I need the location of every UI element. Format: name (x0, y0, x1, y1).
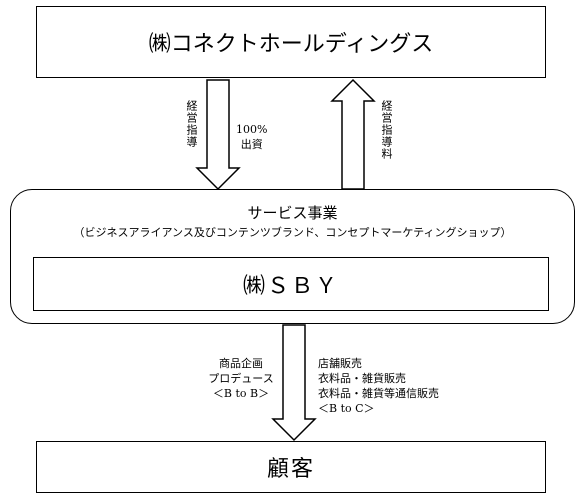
parent-company-box: ㈱コネクトホールディングス (36, 6, 546, 78)
customer-label: 顧客 (266, 457, 315, 482)
b2c-label: 店舗販売 衣料品・雑貨販売 衣料品・雑貨等通信販売 ＜B to C＞ (318, 356, 439, 416)
investment-label: 100% 出資 (236, 122, 267, 152)
b2c-line-4: ＜B to C＞ (318, 402, 375, 415)
investment-percent: 100% (236, 123, 268, 136)
down-arrow-sales (271, 324, 317, 442)
subsidiary-label: ㈱ＳＢＹ (242, 274, 339, 299)
service-title: サービス事業 (247, 204, 338, 222)
up-arrow-fee (330, 78, 376, 190)
parent-company-label: ㈱コネクトホールディングス (148, 32, 434, 57)
b2c-line-3: 衣料品・雑貨等通信販売 (318, 387, 439, 400)
management-fee-label: 経営指導料 (380, 100, 393, 160)
b2c-line-1: 店舗販売 (318, 357, 362, 370)
b2b-line-2: プロデュース (208, 372, 274, 385)
subsidiary-box: ㈱ＳＢＹ (33, 257, 549, 311)
service-subtitle: （ビジネスアライアンス及びコンテンツブランド、コンセプトマーケティングショップ） (73, 226, 512, 239)
down-arrow-investment (195, 79, 241, 191)
b2b-line-3: ＜B to B＞ (212, 387, 270, 400)
b2c-line-2: 衣料品・雑貨販売 (318, 372, 406, 385)
b2b-label: 商品企画 プロデュース ＜B to B＞ (205, 356, 277, 401)
management-guidance-label: 経営指導 (185, 100, 198, 148)
customer-box: 顧客 (36, 441, 546, 493)
b2b-line-1: 商品企画 (219, 357, 263, 370)
investment-text: 出資 (240, 138, 263, 151)
